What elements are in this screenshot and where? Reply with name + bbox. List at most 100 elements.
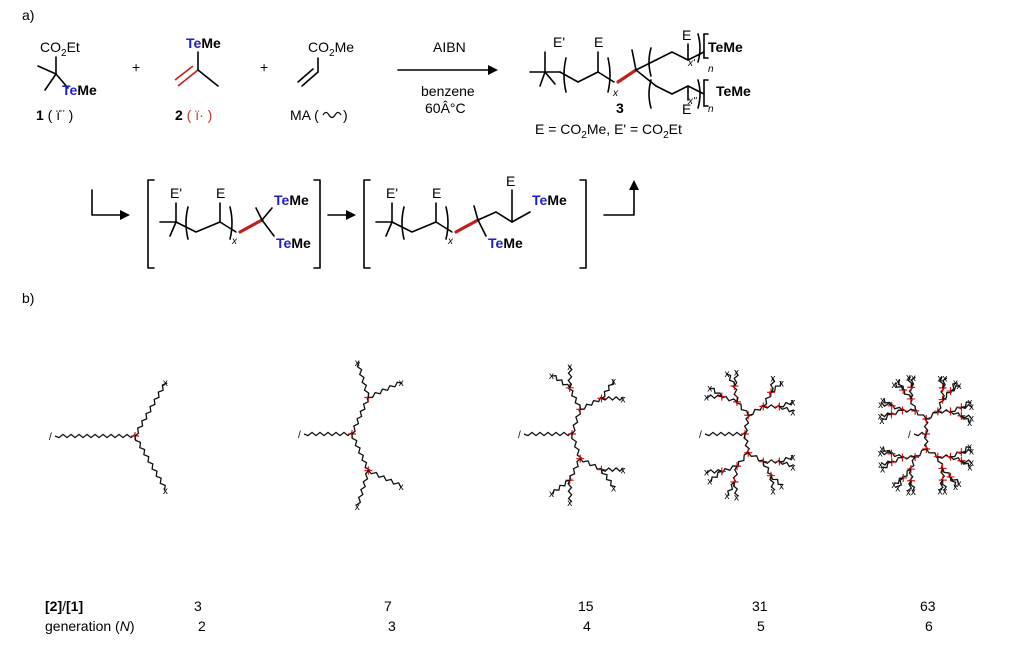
polymer-chain <box>890 409 903 416</box>
polymer-chain <box>368 381 403 399</box>
polymer-chain <box>942 377 948 389</box>
chain-end-label: x <box>355 502 360 513</box>
svg-text:TeMe: TeMe <box>276 235 311 251</box>
chain-start-label: / <box>518 430 521 441</box>
branch-point-icon <box>576 454 585 463</box>
polymer-chain <box>735 402 749 416</box>
polymer-chain <box>914 448 927 457</box>
polymer-chain <box>941 468 951 479</box>
polymer-chain <box>910 398 916 411</box>
branch-point-icon <box>565 383 574 392</box>
panel-label-a: a) <box>22 7 34 23</box>
chain-end-label: x <box>967 442 972 453</box>
polymer-chain <box>891 404 903 411</box>
ma-wavy-icon <box>322 111 342 119</box>
chain-end-label: x <box>967 397 972 408</box>
ratio-value: 3 <box>194 598 202 614</box>
polymer-chain <box>961 446 972 453</box>
chain-end-label: x <box>895 483 900 494</box>
polymer-chain <box>601 379 615 399</box>
polymer-chain <box>551 375 571 389</box>
chain-end-label: x <box>611 376 616 387</box>
polymer-chain <box>552 479 570 495</box>
polymer-chain <box>747 452 765 462</box>
polymer-chain <box>710 470 722 483</box>
polymer-chain <box>896 477 904 488</box>
polymer-chain <box>961 448 973 455</box>
chain-end-label: x <box>906 487 911 498</box>
polymer-chain <box>569 458 581 482</box>
polymer-chain <box>351 433 371 471</box>
polymer-chain <box>367 470 402 488</box>
polymer-chain <box>880 450 892 456</box>
chain-end-label: x <box>942 373 947 384</box>
polymer-chain <box>769 377 776 393</box>
svg-text:x: x <box>447 236 454 247</box>
polymer-chain <box>925 448 938 459</box>
generation-value: 4 <box>583 618 591 634</box>
svg-text:x: x <box>231 236 238 247</box>
svg-text:x: x <box>612 88 619 99</box>
polymer-chain <box>960 415 970 424</box>
chain-end-label: x <box>878 400 883 411</box>
polymer-chain <box>938 376 945 389</box>
polymer-chain <box>923 433 929 450</box>
chain-end-label: x <box>704 393 709 404</box>
polymer-chain <box>356 361 370 398</box>
polymer-chain <box>762 461 773 476</box>
polymer-chain <box>567 479 573 503</box>
polymer-chain <box>894 382 904 391</box>
chain-start-label: / <box>908 430 911 441</box>
chain-end-label: x <box>567 498 572 509</box>
chain-end-label: x <box>892 480 897 491</box>
polymer-chain <box>778 461 795 468</box>
polymer-chain <box>909 456 916 470</box>
chain-end-label: x <box>620 465 625 476</box>
chain-end-label: x <box>957 381 962 392</box>
svg-text:E: E <box>594 34 603 50</box>
polymer-chain <box>960 414 973 420</box>
branch-point-icon <box>906 394 915 403</box>
polymer-chain <box>571 433 583 459</box>
polymer-chain <box>937 399 945 412</box>
chain-end-label: x <box>953 482 958 493</box>
polymer-chain <box>950 381 958 392</box>
svg-text:2 ( ï· ): 2 ( ï· ) <box>175 107 212 123</box>
polymer-chain <box>727 481 735 496</box>
polymer-chain <box>732 481 740 497</box>
polymer-chain <box>54 433 136 439</box>
polymer-chain <box>941 479 947 492</box>
polymer-chain <box>882 461 892 469</box>
polymer-chain <box>523 431 573 437</box>
chain-end-label: x <box>734 493 739 504</box>
svg-text:TeMe: TeMe <box>488 235 523 251</box>
ratio-value: 63 <box>920 598 936 614</box>
polymer-chain <box>704 431 746 437</box>
polymer-chain <box>706 394 723 400</box>
chain-end-label: x <box>937 373 942 384</box>
svg-text:TeMe: TeMe <box>708 39 743 55</box>
chain-end-label: x <box>878 449 883 460</box>
chain-end-label: x <box>620 395 625 406</box>
polymer-chain <box>778 406 795 413</box>
chain-end-label: x <box>878 460 883 471</box>
plus-2: + <box>260 59 268 75</box>
chain-end-label: x <box>969 413 974 424</box>
polymer-chain <box>733 370 739 387</box>
polymer-chain <box>950 476 960 485</box>
chain-end-label: x <box>879 444 884 455</box>
polymer-chain <box>355 470 369 506</box>
chain-end-label: x <box>549 371 554 382</box>
branch-point-icon <box>565 476 574 485</box>
chain-end-label: x <box>911 373 916 384</box>
chain-end-label: x <box>779 378 784 389</box>
chain-end-label: x <box>399 378 404 389</box>
polymer-chain <box>709 387 723 397</box>
polymer-chain <box>961 401 972 408</box>
polymer-chain <box>938 479 944 491</box>
polymer-chain <box>882 446 892 455</box>
svg-text:E': E' <box>386 185 398 201</box>
generation-value: 3 <box>388 618 396 634</box>
polymer-chain <box>779 454 794 463</box>
